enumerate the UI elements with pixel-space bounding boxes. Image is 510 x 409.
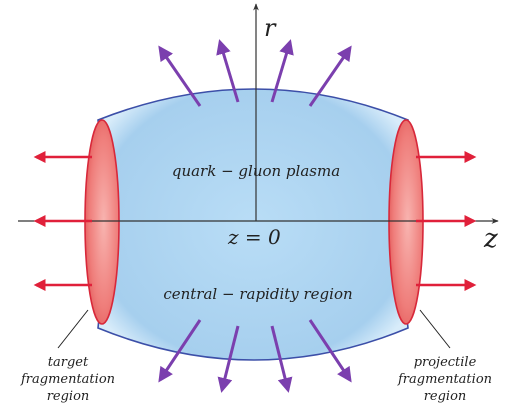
- projectile-label-line1: projectile: [414, 355, 477, 370]
- expansion-arrow-top-3: [270, 39, 294, 103]
- target-label-line2: fragmentation: [20, 372, 115, 387]
- z-zero-label: z = 0: [227, 225, 281, 249]
- expansion-arrow-bottom-3: [270, 325, 293, 393]
- z-axis-label: z: [483, 224, 498, 254]
- expansion-arrow-bottom-4: [308, 319, 352, 383]
- target-label-line1: target: [48, 355, 89, 370]
- expansion-arrow-top-4: [308, 45, 352, 107]
- projectile-label-line3: region: [424, 389, 467, 404]
- expansion-arrow-top-1: [158, 45, 202, 107]
- r-axis-label: r: [264, 14, 277, 42]
- expansion-arrow-top-2: [216, 39, 240, 103]
- projectile-pointer-line: [419, 309, 451, 349]
- expansion-arrow-bottom-2: [217, 325, 240, 393]
- target-label-line3: region: [47, 389, 90, 404]
- plasma-label: quark − gluon plasma: [172, 162, 340, 180]
- expansion-arrow-bottom-1: [158, 319, 202, 383]
- central-rapidity-label: central − rapidity region: [163, 285, 352, 303]
- fragment-arrows: [33, 151, 477, 291]
- expansion-arrows: [158, 39, 352, 393]
- projectile-label-line2: fragmentation: [397, 372, 492, 387]
- target-pointer-line: [57, 309, 89, 349]
